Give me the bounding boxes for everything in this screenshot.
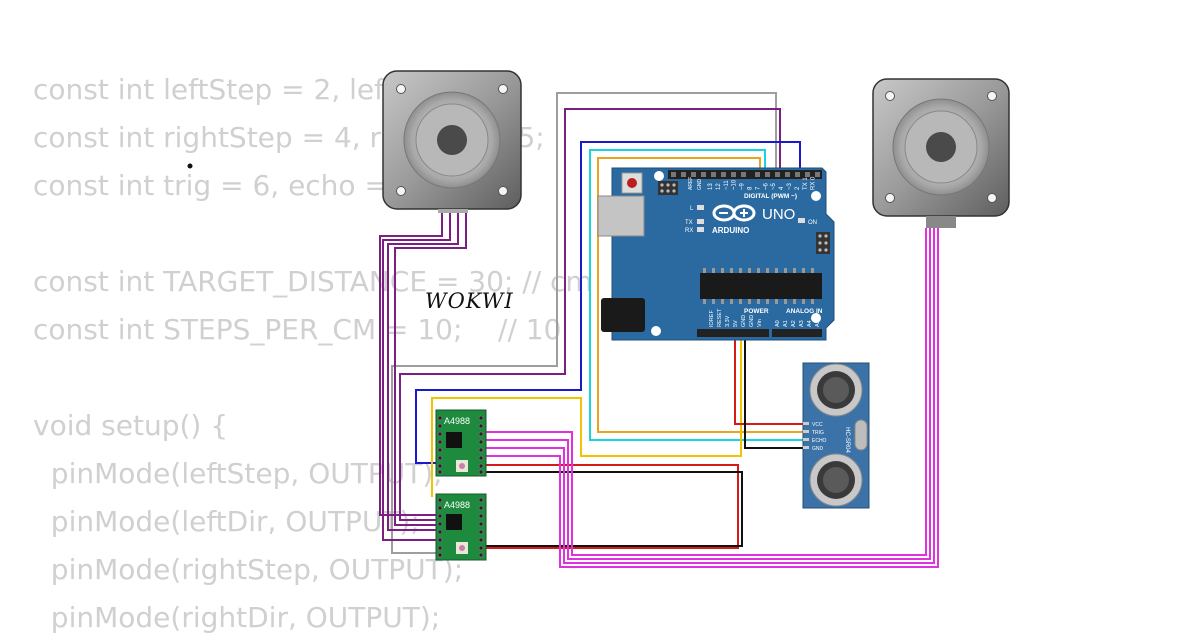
digital-pin-label-7: ~6 xyxy=(763,182,769,190)
wire-magenta-4[interactable] xyxy=(478,228,939,568)
sensor-model-label: HC-SR04 xyxy=(844,427,850,453)
analog-pin-label-1: A1 xyxy=(783,320,789,327)
digital-pin-label-2: ~11 xyxy=(724,180,730,190)
power-pin-label-4: GND xyxy=(741,315,747,327)
wire-magenta-1[interactable] xyxy=(478,228,927,556)
power-jack xyxy=(601,298,645,332)
analog-pin-label-0: A0 xyxy=(775,320,781,327)
wire-red-drivers[interactable] xyxy=(478,464,739,549)
wire-gray[interactable] xyxy=(391,92,777,554)
analog-header-label: ANALOG IN xyxy=(786,308,823,315)
digital-pin-label-5: 8 xyxy=(748,186,754,190)
led-l-label: L xyxy=(690,206,694,212)
sensor-pin-label-2: ECHO xyxy=(812,438,827,444)
a4988-driver-top[interactable]: A4988 xyxy=(435,409,487,477)
ultrasonic-sensor[interactable]: HC-SR04 VCC TRIG ECHO GND xyxy=(802,362,870,509)
sensor-pin-labels: VCC TRIG ECHO GND xyxy=(812,422,827,452)
wire-orange[interactable] xyxy=(597,157,805,433)
digital-header-label: DIGITAL (PWM ~) xyxy=(744,193,797,200)
wires xyxy=(379,92,939,568)
code-line-10: pinMode(leftDir, OUTPUT); xyxy=(33,505,420,538)
arduino-logo-icon xyxy=(712,204,756,222)
sensor-pin-label-1: TRIG xyxy=(812,430,824,436)
code-line-6: const int STEPS_PER_CM = 10; // 10 xyxy=(33,313,562,346)
wire-black-gnd[interactable] xyxy=(744,330,805,449)
digital-pin-label-11: 2 xyxy=(795,186,801,190)
digital-pin-label-4: ~9 xyxy=(740,182,746,190)
sensor-pin-label-0: VCC xyxy=(812,422,823,428)
analog-pin-label-3: A3 xyxy=(799,320,805,327)
wire-purple-left-motor-4[interactable] xyxy=(394,212,467,526)
digital-pin-label-13: RX 0 xyxy=(811,176,817,190)
wire-purple-left-motor-3[interactable] xyxy=(379,212,443,516)
code-line-8: void setup() { xyxy=(33,409,229,442)
power-pin-label-5: GND xyxy=(749,315,755,327)
led-tx-label: TX xyxy=(685,220,693,226)
gnd-label: GND xyxy=(697,179,703,191)
wire-black-drivers[interactable] xyxy=(478,471,743,547)
driver-top-label: A4988 xyxy=(444,416,470,426)
aref-label: AREF xyxy=(688,177,694,190)
digital-pin-label-8: ~5 xyxy=(771,182,777,190)
stepper-motor-right[interactable] xyxy=(872,78,1010,228)
wire-yellow[interactable] xyxy=(431,330,742,497)
code-line-3: const int trig = 6, echo = 7; xyxy=(33,169,425,202)
analog-pin-label-2: A2 xyxy=(791,320,797,327)
on-led-label: ON xyxy=(808,220,817,226)
power-pin-label-0: IOREF xyxy=(709,310,715,327)
wire-magenta-2[interactable] xyxy=(478,228,931,560)
power-pin-label-2: 3.3V xyxy=(725,315,731,327)
power-pin-label-3: 5V xyxy=(733,320,739,327)
wire-blue[interactable] xyxy=(415,141,801,464)
wire-purple-left-motor-2[interactable] xyxy=(387,212,459,531)
digital-pin-label-9: 4 xyxy=(779,186,785,190)
wire-purple-left-motor[interactable] xyxy=(382,212,451,541)
digital-pin-label-1: 12 xyxy=(716,183,722,190)
sensor-pin-label-3: GND xyxy=(812,446,824,452)
wire-red-power[interactable] xyxy=(734,330,805,425)
a4988-driver-bottom[interactable]: A4988 xyxy=(435,493,487,561)
power-header-label: POWER xyxy=(744,308,769,315)
board-model-label: UNO xyxy=(762,206,795,223)
wire-magenta-3[interactable] xyxy=(478,228,935,564)
code-line-11: pinMode(rightStep, OUTPUT); xyxy=(33,553,464,586)
microcontroller-chip xyxy=(700,273,822,299)
wokwi-logo: WOKWI xyxy=(425,289,514,313)
board-brand-label: ARDUINO xyxy=(712,226,749,235)
analog-pin-label-5: A5 xyxy=(815,320,821,327)
led-rx-label: RX xyxy=(685,228,693,234)
digital-pin-label-0: 13 xyxy=(708,183,714,190)
usb-port xyxy=(597,195,645,237)
digital-pin-label-10: ~3 xyxy=(787,182,793,190)
stepper-motor-left[interactable] xyxy=(382,70,522,213)
cursor-dot xyxy=(187,163,193,169)
digital-pin-label-3: ~10 xyxy=(732,179,738,190)
digital-pin-label-12: TX 1 xyxy=(803,177,809,190)
power-pin-label-6: Vin xyxy=(757,319,763,327)
wire-cyan[interactable] xyxy=(589,149,805,441)
analog-pin-label-4: A4 xyxy=(807,320,813,327)
wire-purple-arduino[interactable] xyxy=(399,108,781,521)
digital-pin-label-6: 7 xyxy=(755,186,761,190)
power-pin-label-1: RESET xyxy=(717,308,723,327)
driver-bottom-label: A4988 xyxy=(444,500,470,510)
code-line-12: pinMode(rightDir, OUTPUT); xyxy=(33,601,441,634)
